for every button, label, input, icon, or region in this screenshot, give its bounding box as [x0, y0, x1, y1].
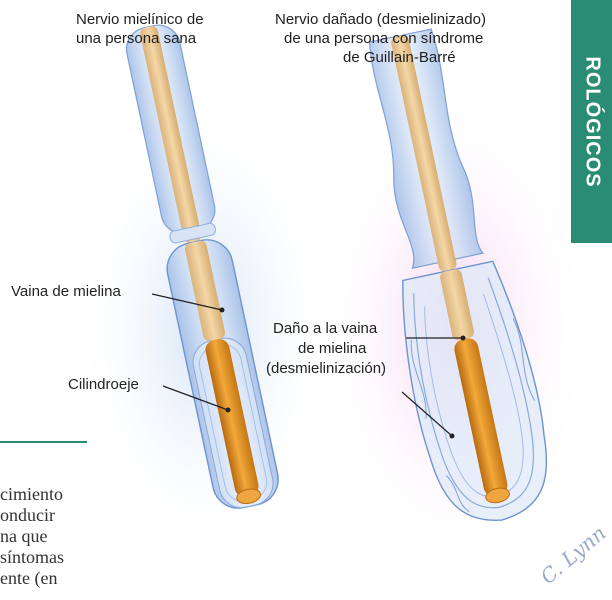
damage-label-line1: Daño a la vaina [273, 319, 377, 338]
damage-leader-bottom-dot [450, 434, 455, 439]
section-rule [0, 441, 87, 443]
damaged-nerve-heading-line3: de Guillain-Barré [343, 48, 456, 67]
body-text-line: na que [0, 525, 47, 547]
damaged-nerve-heading-line1: Nervio dañado (desmielinizado) [275, 10, 486, 29]
damage-label-line2: de mielina [298, 339, 366, 358]
damage-leader-top-dot [461, 336, 466, 341]
myelin-sheath-leader-dot [220, 308, 225, 313]
damage-label-line3: (desmielinización) [266, 359, 386, 378]
body-text-line: onducir [0, 504, 55, 526]
body-text-line: cimiento [0, 483, 63, 505]
myelin-sheath-label: Vaina de mielina [11, 282, 121, 301]
axon-leader-dot [226, 408, 231, 413]
section-side-tab-label: ROLÓGICOS [581, 56, 604, 187]
healthy-nerve-heading: Nervio mielínico de una persona sana [76, 10, 204, 48]
body-text-line: síntomas [0, 546, 64, 568]
artist-signature: C. Lynn [536, 521, 611, 589]
damaged-nerve-heading-line2: de una persona con síndrome [284, 29, 483, 48]
axon-label: Cilindroeje [68, 375, 139, 394]
body-text-line: ente (en [0, 567, 57, 589]
